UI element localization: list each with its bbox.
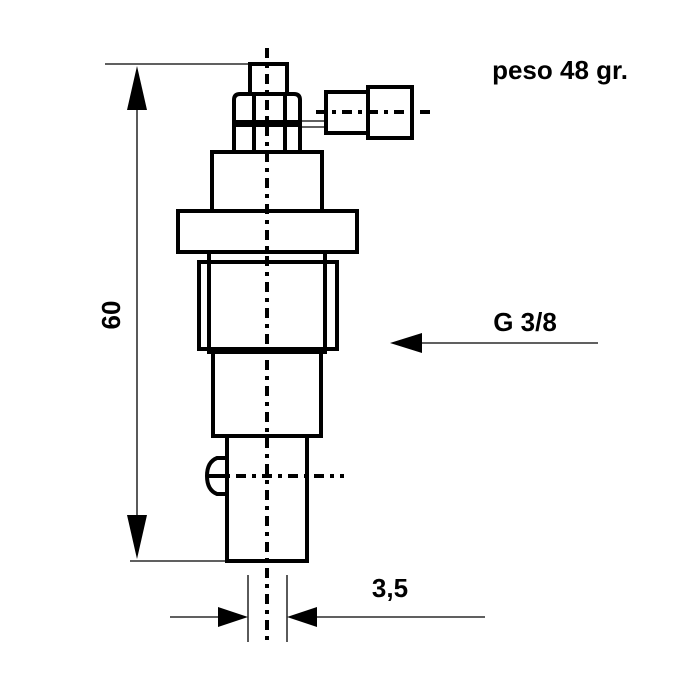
height-dimension-label: 60 bbox=[96, 301, 126, 330]
thread-label: G 3/8 bbox=[493, 307, 557, 337]
arrow-right-icon bbox=[218, 607, 248, 627]
nut-band bbox=[234, 120, 300, 127]
tip-diameter-label: 3,5 bbox=[372, 573, 408, 603]
arrow-down-icon bbox=[127, 515, 147, 559]
screw-head bbox=[204, 456, 227, 496]
arrow-up-icon bbox=[127, 66, 147, 110]
weight-label: peso 48 gr. bbox=[492, 55, 628, 85]
arrow-left-icon bbox=[287, 607, 317, 627]
hex-nut bbox=[232, 92, 302, 154]
arrow-left-icon bbox=[390, 333, 422, 353]
